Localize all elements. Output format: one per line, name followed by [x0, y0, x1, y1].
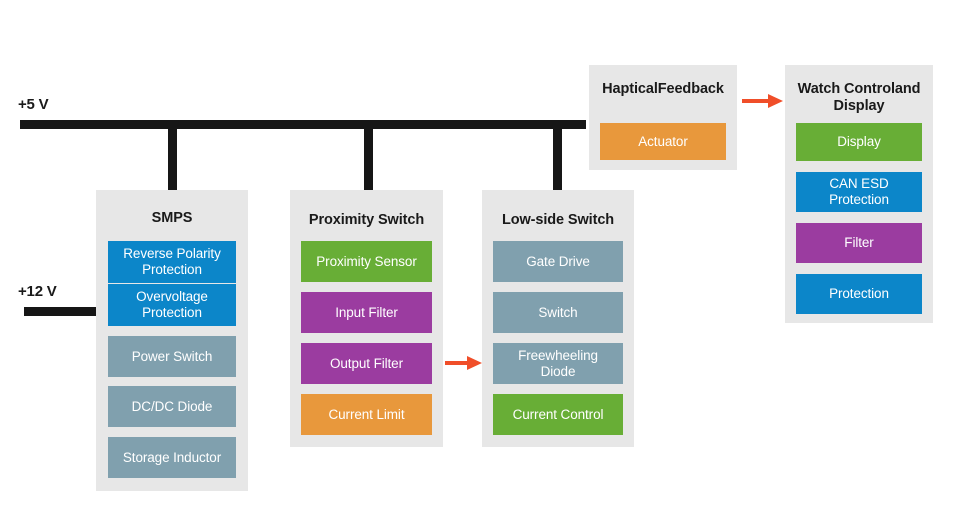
- chip-label: Display: [837, 134, 881, 149]
- chip-label: Output Filter: [330, 355, 403, 371]
- panel-title-haptical-feedback: HapticalFeedback: [589, 81, 737, 98]
- panel-title-line: Haptical: [602, 81, 658, 97]
- panel-title-line: Feedback: [657, 81, 724, 97]
- arrow-shaft: [742, 99, 768, 103]
- chip-label: Protection: [829, 286, 889, 301]
- arrow-haptical-to-watch: [742, 94, 783, 108]
- chip-low-side-switch-switch[interactable]: Switch: [493, 292, 623, 333]
- rail-drop-rail-5v-2: [553, 129, 562, 191]
- chip-label: Proximity Sensor: [316, 253, 417, 269]
- chip-label: Actuator: [638, 133, 688, 149]
- panel-title-line: Low-side Switch: [501, 212, 615, 228]
- arrow-head-icon: [467, 356, 482, 370]
- chip-low-side-switch-current-control[interactable]: Current Control: [493, 394, 623, 435]
- chip-haptical-feedback-actuator[interactable]: Actuator: [600, 123, 726, 160]
- rail-label-rail-12v: +12 V: [18, 283, 57, 300]
- chip-watch-control-display-protection[interactable]: Protection: [796, 274, 922, 314]
- power-rail-rail-12v: [24, 307, 97, 316]
- chip-label: DC/DC Diode: [131, 398, 213, 414]
- chip-proximity-switch-proximity-sensor[interactable]: Proximity Sensor: [301, 241, 432, 282]
- chip-smps-power-switch[interactable]: Power Switch: [108, 336, 236, 377]
- panel-title-smps: SMPS: [96, 210, 248, 227]
- panel-title-line: and Display: [833, 81, 921, 114]
- chip-label: Current Control: [512, 406, 604, 422]
- chip-smps-storage-inductor[interactable]: Storage Inductor: [108, 437, 236, 478]
- panel-title-watch-control-display: Watch Controland Display: [785, 81, 933, 115]
- panel-title-line: Proximity Switch: [308, 212, 425, 228]
- arrow-head-icon: [768, 94, 783, 108]
- chip-smps-dc-dc-diode[interactable]: DC/DC Diode: [108, 386, 236, 427]
- chip-watch-control-display-filter[interactable]: Filter: [796, 223, 922, 263]
- chip-proximity-switch-current-limit[interactable]: Current Limit: [301, 394, 432, 435]
- chip-label: Filter: [844, 235, 874, 250]
- panel-title-low-side-switch: Low-side Switch: [482, 212, 634, 229]
- chip-label: Input Filter: [335, 304, 398, 320]
- chip-low-side-switch-gate-drive[interactable]: Gate Drive: [493, 241, 623, 282]
- chip-label: Gate Drive: [526, 253, 590, 269]
- rail-label-rail-5v: +5 V: [18, 96, 49, 113]
- arrow-shaft: [445, 361, 467, 365]
- panel-title-line: SMPS: [151, 210, 193, 226]
- rail-drop-rail-5v-1: [364, 129, 373, 191]
- chip-proximity-switch-input-filter[interactable]: Input Filter: [301, 292, 432, 333]
- chip-label: Power Switch: [131, 348, 213, 364]
- panel-title-proximity-switch: Proximity Switch: [290, 212, 443, 229]
- rail-drop-rail-5v-0: [168, 129, 177, 191]
- panel-title-line: Watch Control: [797, 81, 895, 97]
- arrow-proximity-to-lowside: [445, 356, 482, 370]
- chip-label: Storage Inductor: [122, 449, 222, 465]
- chip-proximity-switch-output-filter[interactable]: Output Filter: [301, 343, 432, 384]
- chip-label: Switch: [538, 304, 578, 320]
- chip-label: Current Limit: [328, 406, 405, 422]
- power-rail-rail-5v: [20, 120, 586, 129]
- chip-watch-control-display-display[interactable]: Display: [796, 123, 922, 161]
